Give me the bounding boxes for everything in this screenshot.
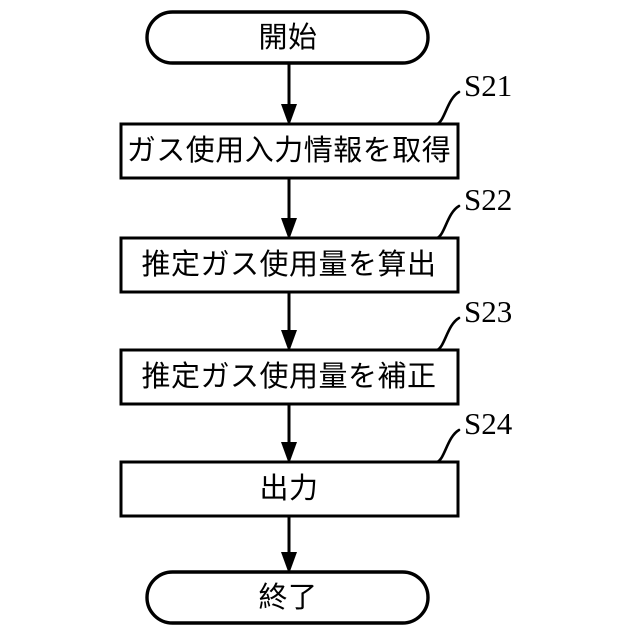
step-label-s23: S23 (464, 294, 512, 329)
node-s23[interactable]: 推定ガス使用量を補正 (119, 348, 460, 406)
node-s22[interactable]: 推定ガス使用量を算出 (119, 236, 460, 294)
leader-s23: S23 (435, 294, 512, 352)
node-start-label: 開始 (258, 20, 317, 54)
connector-s22-to-s23 (281, 292, 297, 352)
node-s24-label: 出力 (259, 471, 318, 505)
connector-s24-to-end (281, 516, 297, 574)
leader-s21: S21 (435, 68, 512, 126)
connector-s21-to-s22 (281, 178, 297, 240)
connector-start-to-s21 (281, 63, 297, 126)
leader-s24: S24 (435, 406, 513, 464)
node-start[interactable]: 開始 (145, 10, 430, 65)
connector-s23-to-s24 (281, 405, 297, 464)
node-s21-label: ガス使用入力情報を取得 (127, 133, 452, 167)
leader-s22: S22 (435, 182, 512, 240)
step-label-s22: S22 (464, 182, 512, 217)
step-label-s21: S21 (464, 68, 512, 103)
step-label-s24: S24 (464, 406, 513, 441)
node-s22-label: 推定ガス使用量を算出 (141, 247, 436, 281)
node-s21[interactable]: ガス使用入力情報を取得 (119, 122, 460, 180)
node-s24[interactable]: 出力 (119, 460, 460, 518)
node-s23-label: 推定ガス使用量を補正 (141, 359, 436, 393)
node-end-label: 終了 (258, 580, 317, 614)
node-end[interactable]: 終了 (145, 570, 430, 625)
